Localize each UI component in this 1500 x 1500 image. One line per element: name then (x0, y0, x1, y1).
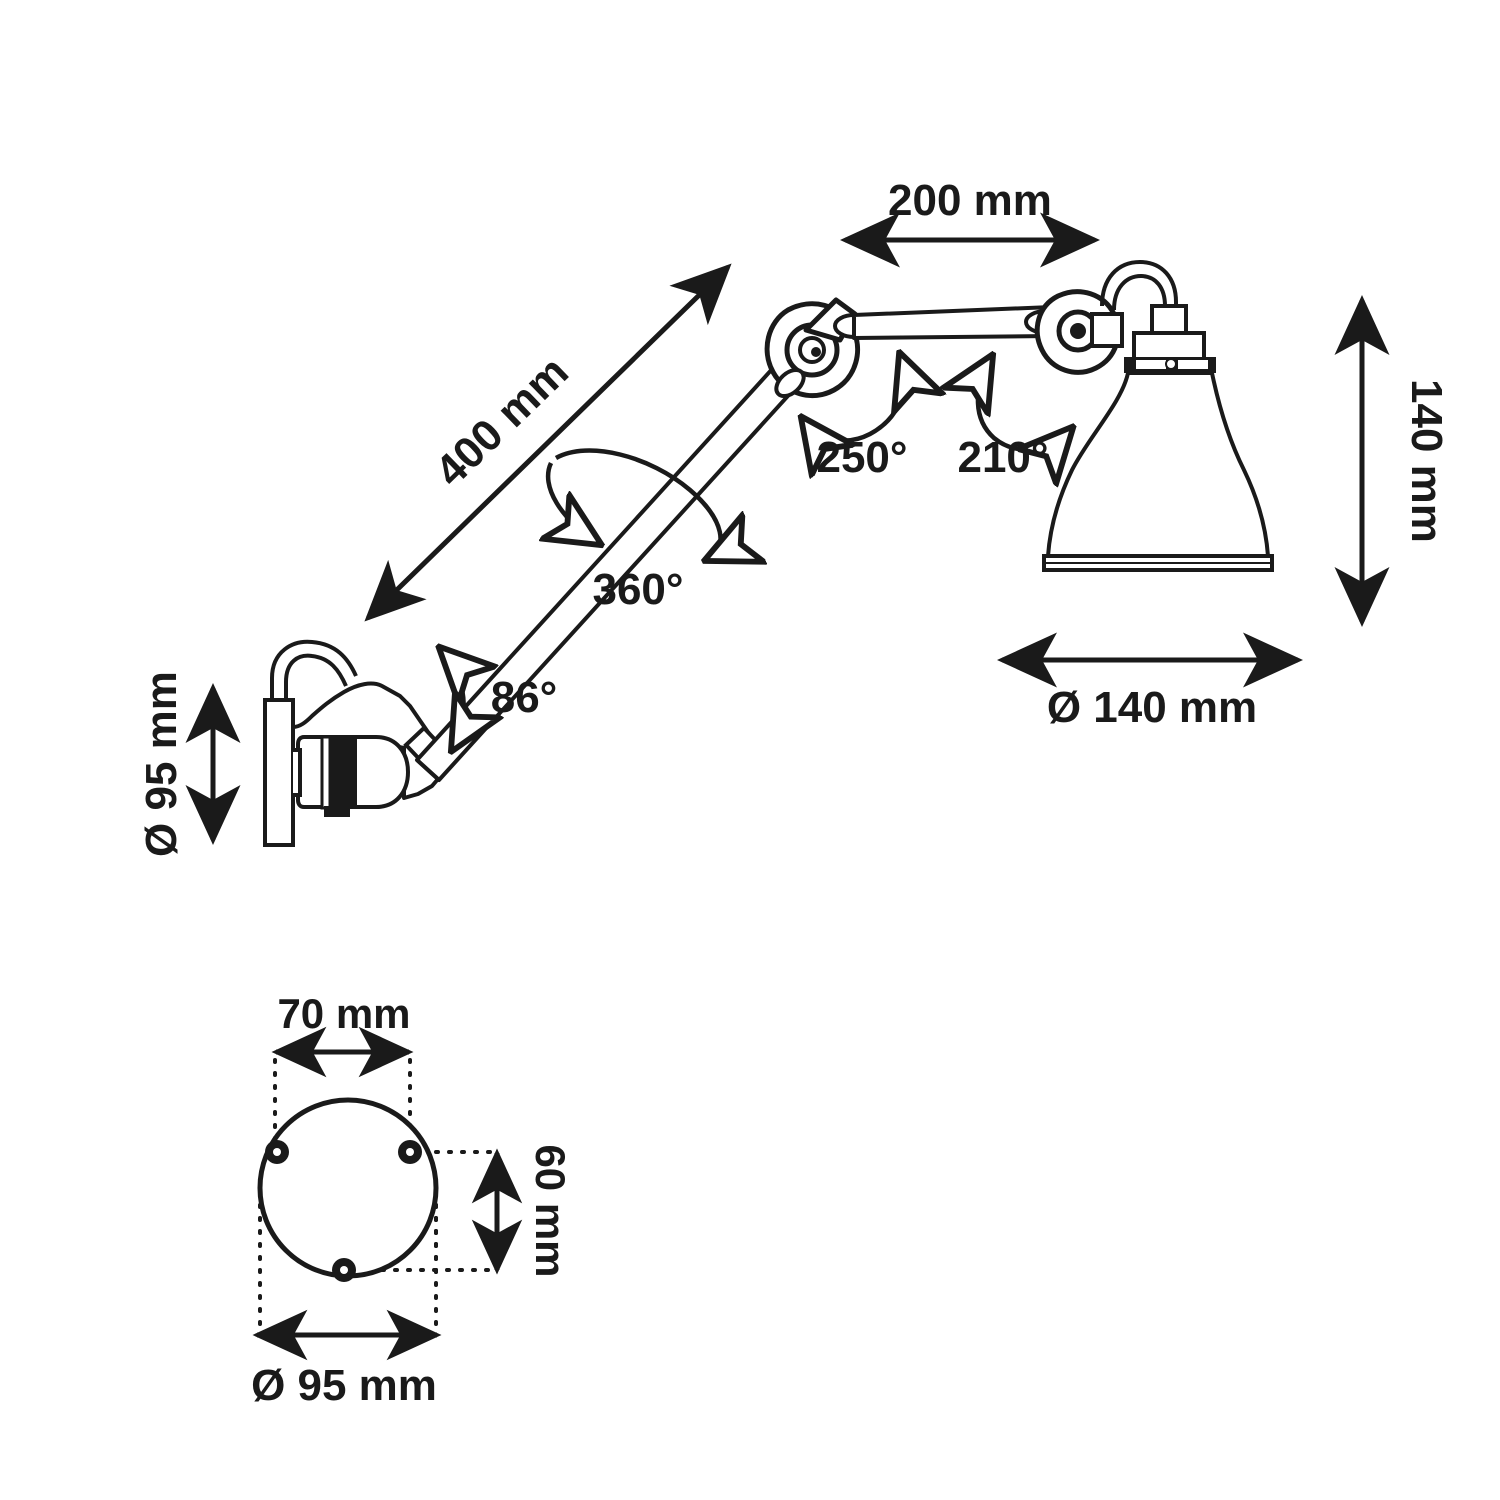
dimension-70mm: 70 mm (271, 990, 414, 1078)
dimension-95mm-plan: Ø 95 mm (251, 1309, 442, 1410)
dimension-label-70mm: 70 mm (277, 990, 410, 1037)
angle-label-86: 86° (491, 673, 558, 722)
dimension-label-140mm-height: 140 mm (1402, 379, 1451, 543)
dimension-200mm: 200 mm (840, 176, 1100, 268)
shade-joint (1034, 289, 1124, 375)
angle-label-360: 360° (592, 565, 683, 614)
mounting-holes (265, 1140, 422, 1282)
wall-plate-plan-view: 70 mm 60 mm Ø 95 mm (251, 990, 574, 1410)
dimension-140mm-diameter: Ø 140 mm (997, 632, 1303, 732)
base-housing (291, 681, 446, 817)
angle-360-marker: 360° (548, 448, 720, 614)
dimension-140mm-height: 140 mm (1334, 295, 1451, 627)
dimension-label-95mm-plan: Ø 95 mm (251, 1361, 437, 1410)
side-elevation-view: 200 mm 400 mm 140 mm Ø 140 mm Ø 95 mm 86… (137, 176, 1451, 857)
angle-250-marker: 250° (802, 354, 908, 482)
angle-label-210: 210° (957, 433, 1048, 482)
dimension-label-200mm: 200 mm (888, 176, 1052, 225)
dimension-label-95mm-side: Ø 95 mm (137, 671, 186, 857)
angle-86-marker: 86° (440, 648, 557, 750)
dimension-label-140mm-diameter: Ø 140 mm (1047, 683, 1257, 732)
wall-plate-circle (257, 1097, 439, 1279)
angle-210-marker: 210° (957, 356, 1072, 482)
dimension-95mm-side: Ø 95 mm (137, 671, 241, 857)
wall-plate-side (263, 698, 295, 847)
shade-fitting (1124, 304, 1216, 373)
dimension-60mm: 60 mm (471, 1144, 574, 1278)
power-cable (270, 639, 358, 700)
angle-label-250: 250° (816, 433, 907, 482)
lamp-shade (1042, 371, 1274, 572)
dimension-label-60mm: 60 mm (527, 1144, 574, 1277)
shade-cable (1100, 259, 1178, 312)
